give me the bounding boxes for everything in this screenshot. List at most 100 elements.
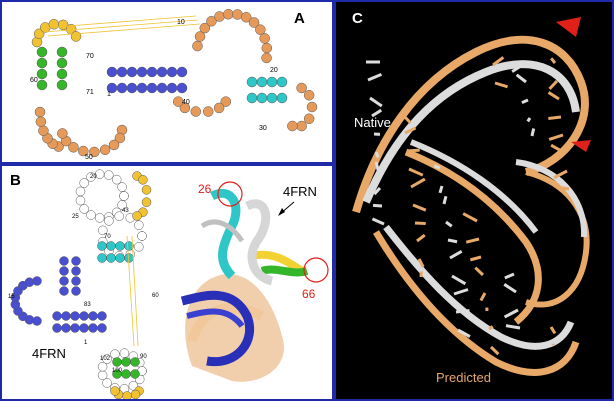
nucleotide-white bbox=[79, 204, 89, 214]
b-num-70: 70 bbox=[104, 234, 111, 240]
nucleotide-green bbox=[36, 68, 48, 80]
nucleotide-cyan bbox=[106, 241, 116, 251]
nucleotide-yellow bbox=[130, 389, 141, 399]
nucleotide-white bbox=[86, 172, 96, 182]
nucleotide-orange bbox=[57, 128, 68, 139]
nucleotide-stick bbox=[488, 325, 494, 331]
nucleotide-stick bbox=[371, 108, 383, 118]
c-native-label: Native bbox=[354, 115, 391, 130]
nucleotide-orange bbox=[303, 89, 315, 101]
nucleotide-blue bbox=[106, 66, 118, 78]
nucleotide-stick bbox=[515, 73, 527, 84]
nucleotide-stick bbox=[373, 186, 382, 196]
b-label-26: 26 bbox=[198, 182, 212, 196]
nucleotide-blue bbox=[97, 323, 107, 333]
nucleotide-blue bbox=[176, 66, 188, 78]
nucleotide-white bbox=[98, 225, 108, 236]
nucleotide-green bbox=[56, 57, 68, 69]
nucleotide-white bbox=[137, 231, 147, 241]
nucleotide-green bbox=[56, 46, 68, 58]
nucleotide-orange bbox=[296, 82, 307, 94]
nucleotide-stick bbox=[474, 266, 485, 277]
nucleotide-stick bbox=[438, 185, 444, 194]
nucleotide-orange bbox=[306, 101, 318, 113]
nucleotide-blue bbox=[136, 66, 148, 78]
nucleotide-orange bbox=[192, 40, 203, 52]
nucleotide-white bbox=[114, 211, 124, 221]
nucleotide-blue bbox=[59, 266, 69, 276]
b-num-43: 43 bbox=[122, 208, 129, 214]
nucleotide-stick bbox=[462, 212, 478, 223]
nucleotide-stick bbox=[494, 81, 509, 89]
nucleotide-stick bbox=[489, 345, 500, 356]
nucleotide-stick bbox=[505, 324, 521, 330]
nucleotide-orange bbox=[223, 8, 234, 20]
nucleotide-stick bbox=[455, 309, 470, 314]
nucleotide-stick bbox=[504, 272, 515, 280]
nucleotide-stick bbox=[369, 96, 383, 108]
panel-b-label: B bbox=[10, 172, 21, 189]
nucleotide-yellow bbox=[57, 19, 69, 31]
a-num-30: 30 bbox=[259, 125, 267, 132]
nucleotide-stick bbox=[404, 126, 417, 135]
nucleotide-stick bbox=[457, 328, 471, 338]
nucleotide-stick bbox=[412, 203, 427, 212]
nucleotide-blue bbox=[79, 323, 89, 333]
b-pointer-label: 4FRN bbox=[283, 184, 317, 199]
nucleotide-blue bbox=[166, 66, 178, 78]
nucleotide-orange bbox=[259, 33, 270, 44]
nucleotide-green bbox=[112, 357, 122, 367]
nucleotide-orange bbox=[202, 106, 214, 117]
a-num-60: 60 bbox=[30, 77, 38, 84]
nucleotide-stick bbox=[553, 169, 568, 180]
nucleotide-blue bbox=[71, 276, 81, 286]
nucleotide-stick bbox=[417, 258, 425, 268]
nucleotide-stick bbox=[549, 326, 557, 335]
nucleotide-orange bbox=[232, 9, 243, 20]
panel-a-secondary-structure: A 10 20 30 40 50 60 70 71 1 bbox=[0, 0, 334, 164]
nucleotide-blue bbox=[156, 82, 168, 94]
nucleotide-stick bbox=[508, 340, 523, 348]
nucleotide-orange bbox=[240, 12, 252, 23]
nucleotide-orange bbox=[261, 52, 272, 64]
b-label-66: 66 bbox=[302, 287, 316, 301]
nucleotide-yellow bbox=[141, 197, 152, 207]
nucleotide-stick bbox=[550, 143, 566, 155]
nucleotide-white bbox=[97, 361, 108, 372]
nucleotide-blue bbox=[88, 311, 98, 321]
nucleotide-stick bbox=[511, 62, 525, 73]
nucleotide-orange bbox=[261, 42, 273, 54]
nucleotide-orange bbox=[296, 120, 307, 132]
nucleotide-yellow bbox=[110, 386, 120, 396]
nucleotide-yellow bbox=[122, 391, 132, 399]
nucleotide-cyan bbox=[97, 253, 107, 263]
nucleotide-orange bbox=[99, 144, 111, 156]
nucleotide-yellow bbox=[141, 185, 152, 195]
nucleotide-blue bbox=[61, 323, 71, 333]
nucleotide-yellow bbox=[132, 211, 142, 221]
nucleotide-orange bbox=[172, 96, 184, 107]
nucleotide-stick bbox=[548, 79, 559, 90]
panel-a-nucleotides bbox=[31, 8, 318, 158]
nucleotide-blue bbox=[176, 82, 188, 94]
nucleotide-white bbox=[104, 216, 114, 226]
nucleotide-blue bbox=[70, 311, 80, 321]
panel-a-label: A bbox=[294, 10, 305, 27]
nucleotide-orange bbox=[38, 125, 49, 137]
a-num-10: 10 bbox=[177, 19, 185, 26]
nucleotide-blue bbox=[59, 256, 69, 266]
nucleotide-yellow bbox=[33, 28, 45, 40]
b-num-15: 15 bbox=[8, 294, 15, 300]
nucleotide-green bbox=[56, 68, 68, 80]
nucleotide-stick bbox=[445, 220, 453, 228]
nucleotide-orange bbox=[179, 102, 191, 114]
panel-b-nucleotides bbox=[10, 169, 152, 399]
nucleotide-cyan bbox=[115, 241, 125, 251]
nucleotide-stick bbox=[371, 217, 385, 226]
nucleotide-orange bbox=[255, 24, 266, 35]
panel-a-links bbox=[41, 15, 201, 37]
nucleotide-green bbox=[121, 369, 131, 379]
nucleotide-blue bbox=[156, 66, 168, 78]
b-num-102: 102 bbox=[100, 356, 111, 362]
nucleotide-white bbox=[134, 242, 144, 252]
